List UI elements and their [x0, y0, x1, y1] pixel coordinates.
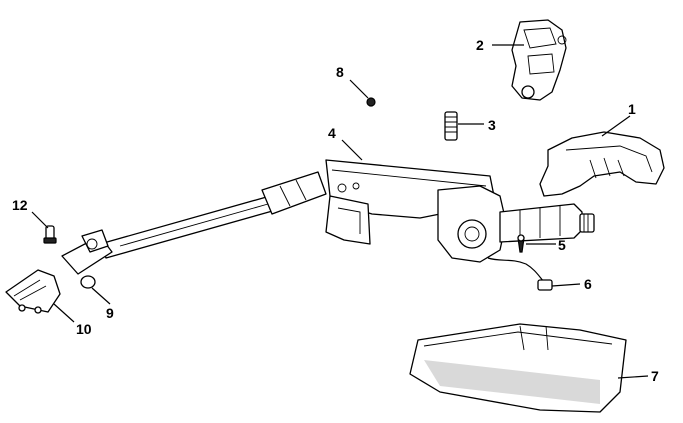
callout-3: 3 — [488, 117, 496, 133]
leader-12 — [31, 211, 49, 229]
part-12-bolt — [43, 225, 57, 244]
leader-6 — [551, 283, 581, 287]
part-7-lower-shroud — [409, 323, 627, 413]
leader-8 — [349, 79, 369, 99]
part-2-bracket — [511, 19, 567, 101]
part-9-seal — [80, 275, 96, 289]
callout-8: 8 — [336, 64, 344, 80]
part-10-boot — [5, 269, 61, 314]
callout-1: 1 — [628, 101, 636, 117]
callout-12: 12 — [12, 197, 28, 213]
part-3-bolt — [444, 111, 458, 141]
callout-10: 10 — [76, 321, 92, 337]
leader-9 — [91, 287, 111, 305]
leader-4 — [341, 139, 363, 161]
callout-7: 7 — [651, 368, 659, 384]
leader-7 — [617, 375, 649, 379]
part-8-nut — [366, 97, 376, 107]
callout-5: 5 — [558, 237, 566, 253]
part-5-screw — [517, 234, 525, 253]
tilt-motor-housing — [437, 185, 595, 263]
callout-9: 9 — [106, 305, 114, 321]
callout-2: 2 — [476, 37, 484, 53]
callout-4: 4 — [328, 125, 336, 141]
part-1-upper-shroud — [539, 131, 665, 197]
universal-joint — [61, 229, 113, 275]
part-6-harness — [487, 257, 553, 291]
leader-1 — [601, 115, 631, 137]
callout-6: 6 — [584, 276, 592, 292]
intermediate-shaft — [99, 171, 327, 259]
leader-10 — [53, 303, 75, 323]
